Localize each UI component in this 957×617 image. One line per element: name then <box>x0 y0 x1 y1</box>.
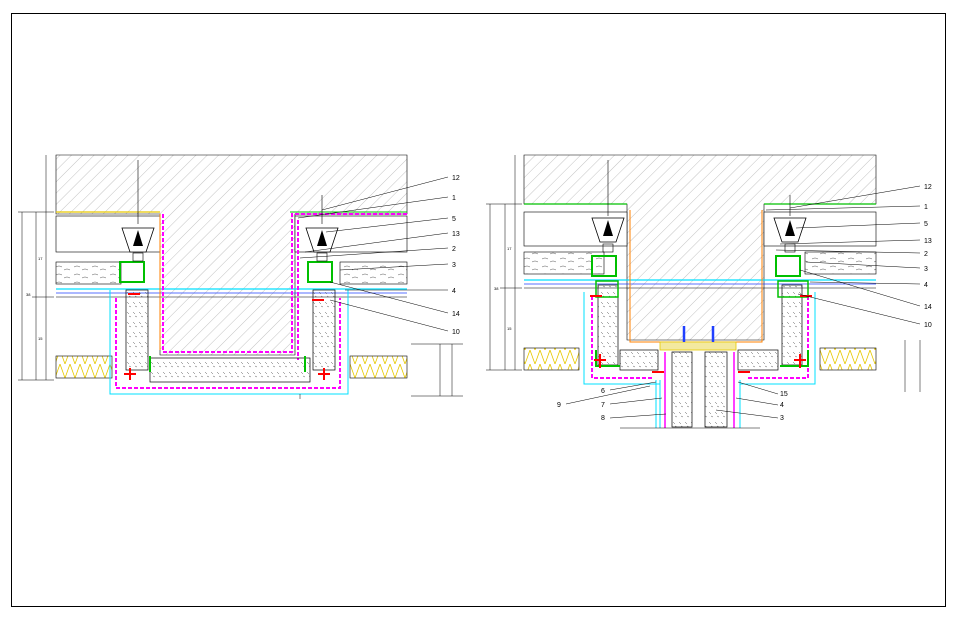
right-callout-left-1: 6 <box>601 388 605 395</box>
svg-text:15: 15 <box>507 326 512 331</box>
right-callout-left-4: 8 <box>601 415 605 422</box>
right-callout-4: 13 <box>924 238 932 245</box>
svg-text:38: 38 <box>26 292 31 297</box>
left-callout-2: 1 <box>452 195 456 202</box>
right-callout-bottom-3: 3 <box>780 415 784 422</box>
right-callout-left-2: 9 <box>557 402 561 409</box>
left-callout-5: 2 <box>452 246 456 253</box>
left-post-left <box>125 289 149 371</box>
right-center-panel-left <box>671 351 693 428</box>
right-callout-8: 14 <box>924 304 932 311</box>
right-callout-1: 12 <box>924 184 932 191</box>
right-callout-7: 4 <box>924 282 928 289</box>
left-hanger-2 <box>305 195 339 262</box>
right-callout-3: 5 <box>924 221 928 228</box>
svg-text:17: 17 <box>507 246 512 251</box>
left-slab-right <box>339 261 408 285</box>
left-membrane <box>162 213 407 353</box>
left-detail: 38 17 15 12 1 5 13 2 3 4 <box>18 154 463 399</box>
right-callout-6: 3 <box>924 266 928 273</box>
left-cyan-profile <box>109 290 349 395</box>
left-callout-1: 12 <box>452 175 460 182</box>
left-callout-4: 13 <box>452 231 460 238</box>
left-callout-labels: 12 1 5 13 2 3 4 14 10 <box>452 175 460 336</box>
left-insulation-right <box>349 355 408 379</box>
left-hanger-1 <box>121 160 155 262</box>
right-center-panel-right <box>704 351 728 428</box>
left-bottom-beam <box>149 357 311 383</box>
right-callout-labels: 12 1 5 13 2 3 4 14 10 <box>924 184 932 329</box>
right-callout-bottom-2: 4 <box>780 402 784 409</box>
right-detail: 38 17 15 12 1 5 13 2 3 4 14 <box>486 154 932 429</box>
right-hanger-2 <box>773 195 807 253</box>
left-callout-7: 4 <box>452 288 456 295</box>
right-concrete-body <box>523 154 877 341</box>
left-callout-8: 14 <box>452 311 460 318</box>
left-callout-6: 3 <box>452 262 456 269</box>
svg-text:15: 15 <box>38 336 43 341</box>
right-callout-bottom-1: 15 <box>780 391 788 398</box>
svg-text:38: 38 <box>494 286 499 291</box>
left-insulation-left <box>55 355 113 379</box>
left-slab-left <box>55 261 122 285</box>
right-callout-left-3: 7 <box>601 402 605 409</box>
right-callout-5: 2 <box>924 251 928 258</box>
right-callout-9: 10 <box>924 322 932 329</box>
right-callout-2: 1 <box>924 204 928 211</box>
left-post-right <box>312 289 336 371</box>
right-hanger-1 <box>591 160 625 253</box>
left-concrete-body <box>55 154 408 356</box>
left-callout-9: 10 <box>452 329 460 336</box>
left-callout-3: 5 <box>452 216 456 223</box>
svg-text:17: 17 <box>38 256 43 261</box>
